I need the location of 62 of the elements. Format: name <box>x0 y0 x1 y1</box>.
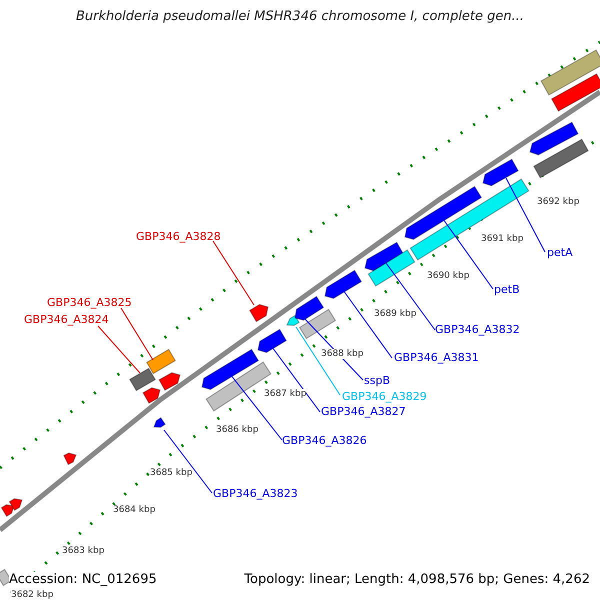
gene-block <box>404 186 482 240</box>
gene-block <box>142 387 161 404</box>
scale-label: 3687 kbp <box>264 389 306 399</box>
gene-block <box>0 504 15 517</box>
gene-block <box>529 122 579 156</box>
leader-line <box>212 240 254 306</box>
leader-line <box>164 430 212 494</box>
map-title: Burkholderia pseudomallei MSHR346 chromosome I, complete gen... <box>74 9 526 24</box>
gene-label: sspB <box>364 374 390 387</box>
gene-block <box>146 348 176 374</box>
gene-block <box>364 242 404 272</box>
gene-label: GBP346_A3832 <box>435 323 520 336</box>
gene-block <box>410 178 530 261</box>
leader-line <box>272 346 320 412</box>
gene-block <box>482 158 519 186</box>
scale-label: 3686 kbp <box>216 425 258 435</box>
gene-label: petB <box>494 283 520 296</box>
gene-label: GBP346_A3831 <box>394 351 479 364</box>
gene-block <box>153 417 166 428</box>
leader-line <box>120 308 154 360</box>
scale-label: 3691 kbp <box>481 234 524 244</box>
gene-label: GBP346_A3825 <box>47 296 132 309</box>
gene-block <box>298 308 336 340</box>
leader-line <box>296 326 340 396</box>
gene-label: GBP346_A3828 <box>136 230 221 243</box>
leader-line <box>506 178 546 252</box>
leader-line <box>230 374 282 440</box>
gene-label: GBP346_A3827 <box>321 405 406 418</box>
leader-line <box>98 326 140 374</box>
scale-label: 3683 kbp <box>62 546 104 556</box>
scale-label: 3684 kbp <box>113 505 156 515</box>
scale-label: 3685 kbp <box>150 468 192 478</box>
scale-label: 3688 kbp <box>321 349 364 359</box>
gene-block <box>63 452 77 466</box>
gene-block <box>129 368 156 392</box>
gene-block <box>324 270 362 299</box>
gene-block <box>8 498 23 511</box>
leader-line <box>304 318 364 380</box>
leader-line <box>342 290 392 358</box>
gene-block <box>540 49 600 96</box>
scale-label: 3689 kbp <box>374 309 416 319</box>
leader-line <box>442 218 494 290</box>
gene-block <box>286 314 300 326</box>
gene-block <box>158 372 181 391</box>
gene-block <box>368 249 416 287</box>
scale-label: 3682 kbp <box>11 590 54 600</box>
gene-label: petA <box>547 246 573 259</box>
gene-label: GBP346_A3826 <box>282 434 367 447</box>
gene-block <box>201 348 260 390</box>
gene-block <box>249 304 269 322</box>
gene-block <box>533 138 589 178</box>
gene-block <box>550 73 600 112</box>
accession-text: Accession: NC_012695 <box>9 572 157 587</box>
summary-text: Topology: linear; Length: 4,098,576 bp; Genes: 4,262 <box>244 572 590 587</box>
gene-label: GBP346_A3829 <box>342 390 427 403</box>
scale-label: 3690 kbp <box>427 271 470 281</box>
gene-block <box>257 328 287 354</box>
scale-label: 3692 kbp <box>537 197 580 207</box>
gene-label: GBP346_A3823 <box>213 487 298 500</box>
leader-line <box>386 262 436 330</box>
gene-label: GBP346_A3824 <box>24 313 109 326</box>
gene-block <box>294 296 324 321</box>
